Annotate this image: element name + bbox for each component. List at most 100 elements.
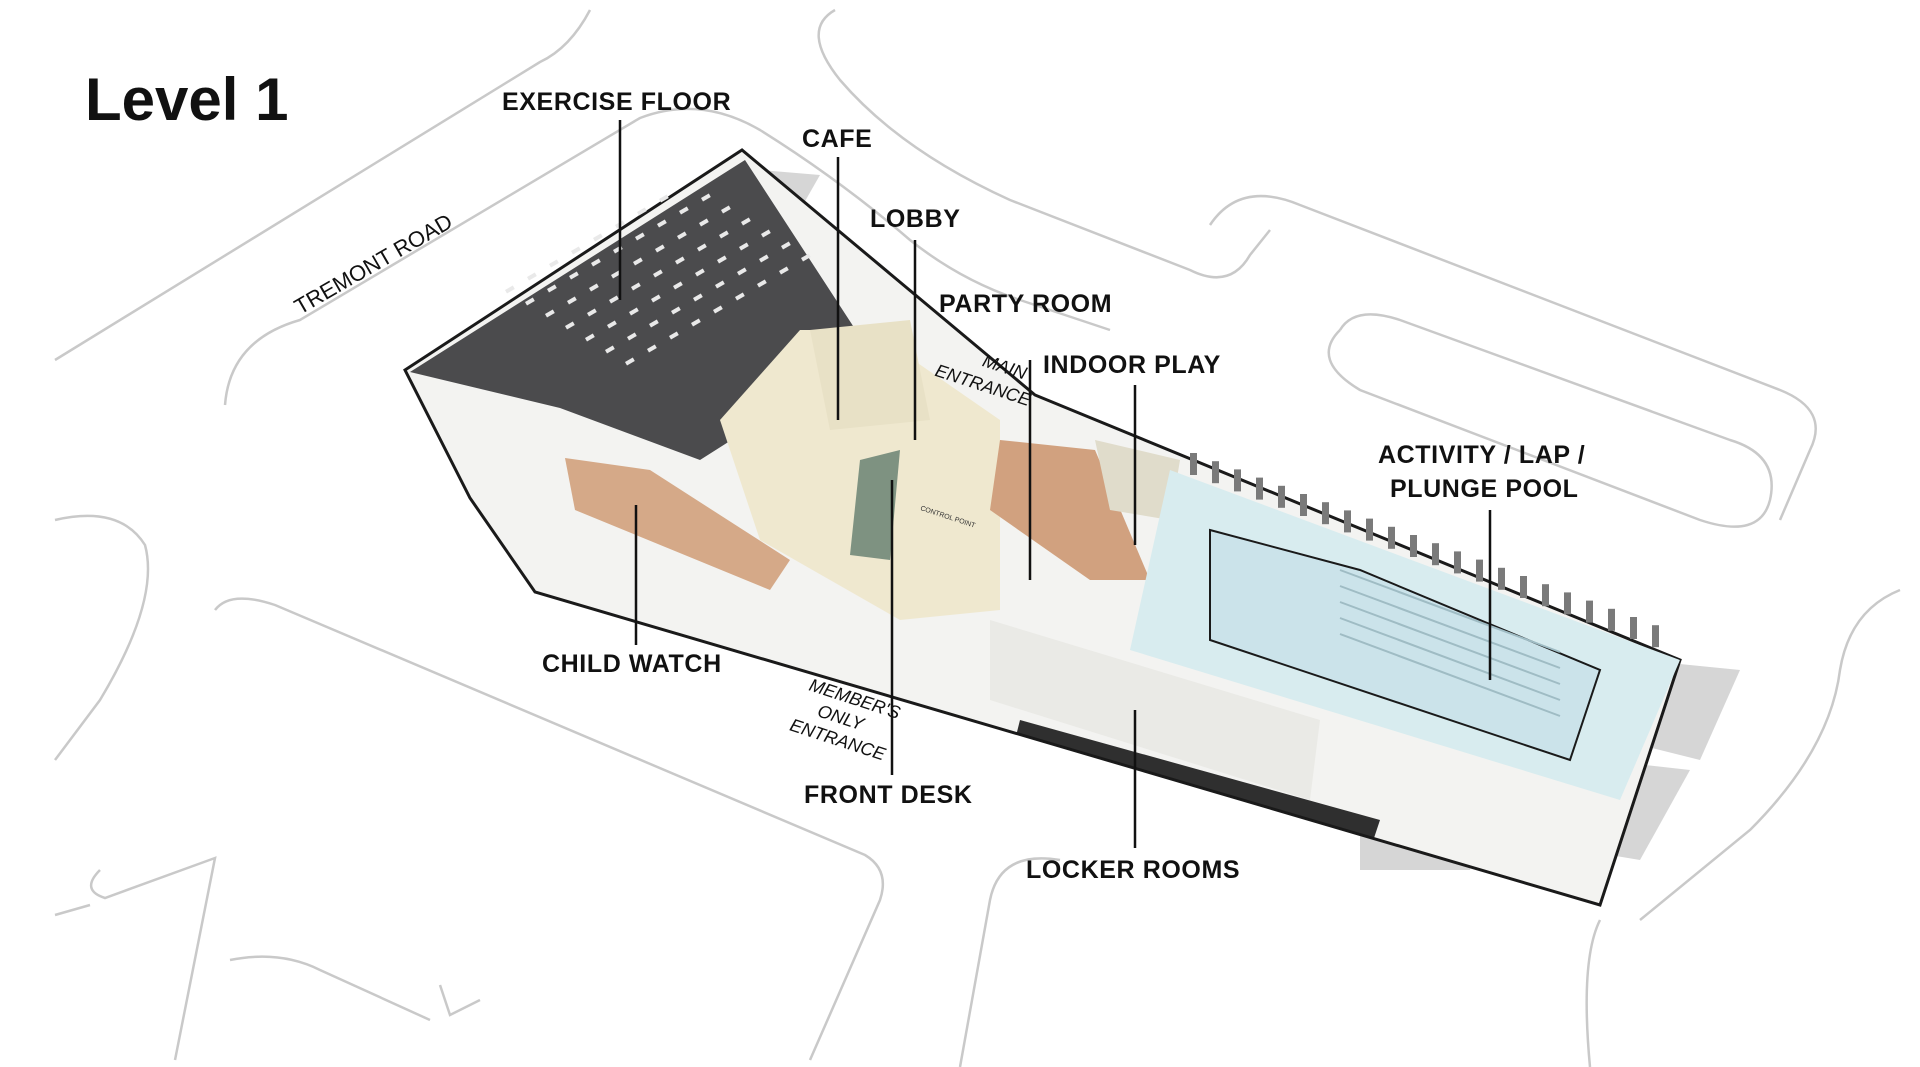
exercise-machine: [761, 229, 771, 238]
exercise-machine: [651, 294, 661, 303]
glazing-mullion: [1630, 617, 1637, 639]
cafe-area: [810, 320, 930, 430]
child-watch-area: [565, 458, 790, 590]
glazing-mullion: [1410, 535, 1417, 557]
exercise-machine: [591, 258, 601, 267]
exercise-machine: [545, 309, 555, 318]
exercise-machine: [657, 219, 667, 228]
glazing-mullion: [1520, 576, 1527, 598]
exercise-machine: [719, 230, 729, 239]
glazing-mullion: [1234, 469, 1241, 492]
glazing-mullion: [1366, 518, 1373, 541]
exercise-machine: [715, 280, 725, 289]
glazing-mullion: [1344, 510, 1351, 533]
glazing-mullion: [1608, 608, 1615, 631]
glazing-mullion: [1454, 551, 1461, 574]
exercise-machine: [609, 295, 619, 304]
exercise-machine: [571, 246, 581, 255]
exercise-machine: [647, 344, 657, 353]
exercise-machine: [589, 283, 599, 292]
exercise-machine: [527, 272, 537, 281]
exercise-machine: [653, 269, 663, 278]
label-locker-rooms: LOCKER ROOMS: [1026, 856, 1240, 884]
label-party-room: PARTY ROOM: [939, 290, 1112, 318]
exercise-machine: [637, 207, 647, 216]
exercise-machine: [697, 243, 707, 252]
exercise-machine: [735, 292, 745, 301]
exercise-machine: [669, 331, 679, 340]
label-cafe: CAFE: [802, 125, 872, 153]
exercise-machine: [691, 318, 701, 327]
exercise-machine: [759, 254, 769, 263]
exercise-machine: [721, 205, 731, 214]
exercise-machine: [605, 345, 615, 354]
exercise-machine: [649, 319, 659, 328]
curtain-wall-glazing: [1190, 453, 1659, 648]
glazing-mullion: [1586, 600, 1593, 623]
glazing-mullion: [1256, 477, 1263, 500]
lane-line: [1339, 569, 1561, 653]
exercise-machine: [693, 293, 703, 302]
glazing-mullion: [1190, 453, 1197, 475]
glazing-mullion: [1300, 494, 1307, 516]
locker-rooms-area: [990, 620, 1320, 800]
exercise-machine: [675, 256, 685, 265]
exercise-machine: [741, 217, 751, 226]
exercise-machine: [695, 268, 705, 277]
exercise-machine: [633, 257, 643, 266]
exercise-machine: [757, 279, 767, 288]
exercise-machine: [701, 193, 711, 202]
exercise-machine: [737, 267, 747, 276]
exercise-machine: [679, 206, 689, 215]
level-title: Level 1: [85, 66, 288, 133]
exercise-machine: [565, 321, 575, 330]
lane-line: [1339, 617, 1561, 701]
exercise-machine: [629, 307, 639, 316]
pool-water: [1209, 528, 1602, 762]
exercise-machine: [635, 232, 645, 241]
exercise-machine: [659, 194, 669, 203]
exercise-machine: [631, 282, 641, 291]
glazing-mullion: [1564, 592, 1571, 615]
exercise-machine: [569, 271, 579, 280]
glazing-mullion: [1322, 502, 1329, 525]
front-desk-area: [850, 450, 900, 560]
exercise-machine: [611, 270, 621, 279]
exercise-machine: [505, 285, 515, 294]
exercise-machine: [739, 242, 749, 251]
exercise-machine: [671, 306, 681, 315]
exercise-machine: [713, 305, 723, 314]
label-indoor-play: INDOOR PLAY: [1043, 351, 1221, 379]
exercise-machine: [547, 284, 557, 293]
lane-line: [1339, 633, 1561, 717]
site-curbs: [54, 8, 1901, 1067]
label-child-watch: CHILD WATCH: [542, 650, 722, 678]
exercise-machine: [627, 332, 637, 341]
glazing-mullion: [1652, 625, 1659, 648]
exercise-machine: [717, 255, 727, 264]
indoor-play-area: [1095, 440, 1180, 520]
exercise-machine: [525, 297, 535, 306]
lane-line: [1339, 585, 1561, 669]
exercise-machine: [567, 296, 577, 305]
exercise-machine: [781, 241, 791, 250]
exercise-machine: [801, 253, 811, 262]
exercise-equipment: [505, 193, 811, 366]
leader-lines: [618, 120, 1492, 848]
glazing-mullion: [1476, 559, 1483, 582]
pool-lane-lines: [1339, 569, 1561, 717]
building-interior: [410, 160, 1680, 880]
label-pool-line1: ACTIVITY / LAP /: [1378, 441, 1585, 469]
label-pool-line2: PLUNGE POOL: [1390, 475, 1579, 503]
exercise-machine: [587, 308, 597, 317]
exercise-machine: [677, 231, 687, 240]
glazing-mullion: [1542, 584, 1549, 607]
glazing-mullion: [1498, 567, 1505, 590]
exercise-machine: [699, 218, 709, 227]
glazing-mullion: [1432, 543, 1439, 566]
exercise-machine: [779, 266, 789, 275]
exercise-machine: [673, 281, 683, 290]
exercise-machine: [655, 244, 665, 253]
label-exercise-floor: EXERCISE FLOOR: [502, 88, 731, 116]
